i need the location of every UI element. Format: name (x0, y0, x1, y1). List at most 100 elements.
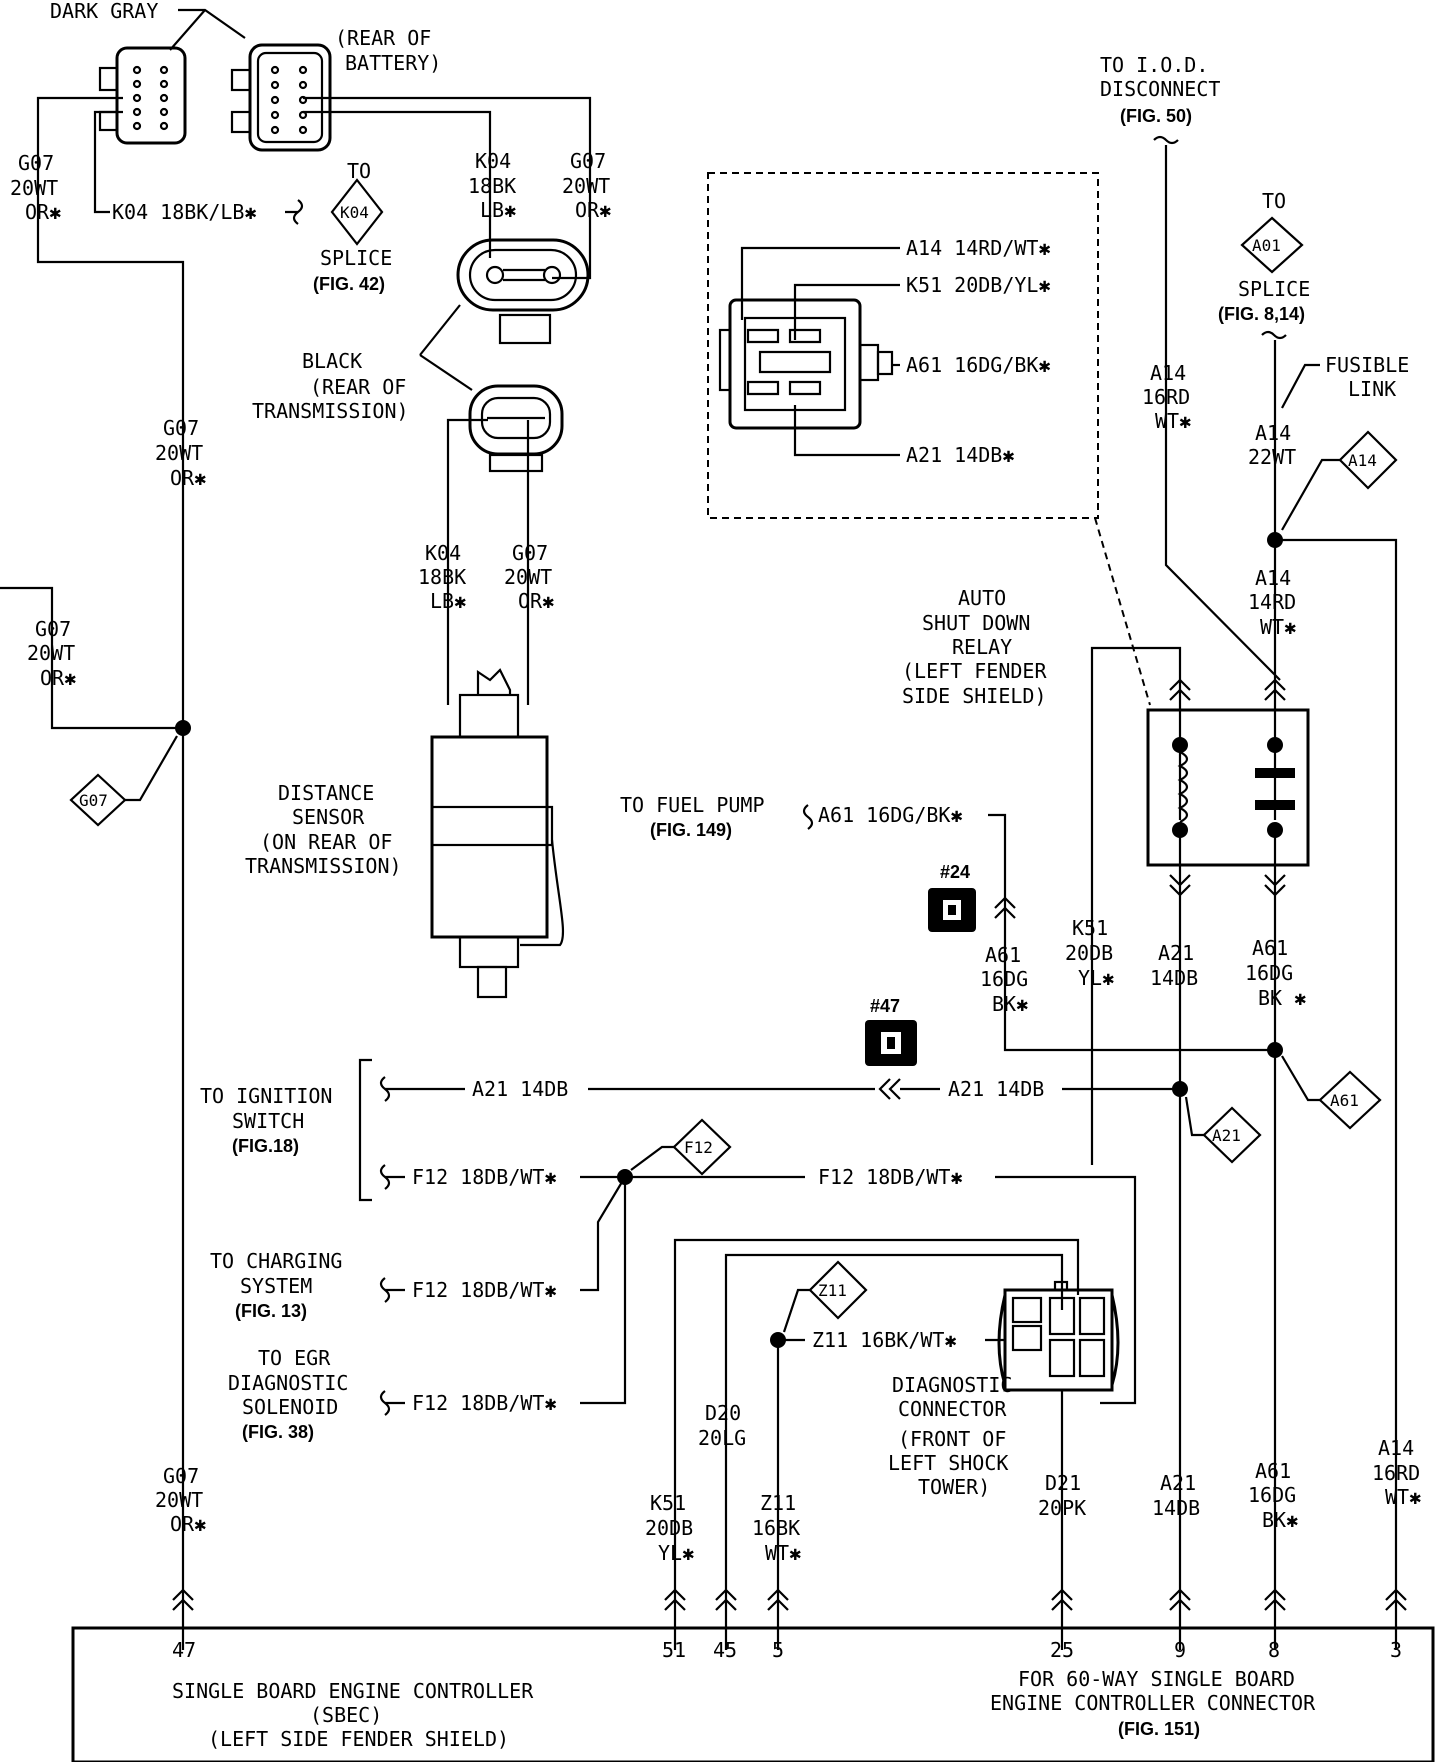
label-asd-relay-4: (LEFT FENDER (902, 659, 1047, 683)
svg-text:A21: A21 (1212, 1126, 1241, 1145)
label-a21-wire-left: A21 14DB (472, 1077, 568, 1101)
label-g07-left-side-3: OR✱ (40, 666, 76, 690)
label-black: BLACK (302, 349, 362, 373)
pin-47: 47 (172, 1638, 196, 1662)
label-a21-wire-right: A21 14DB (948, 1077, 1044, 1101)
label-a21-mid-1: A21 (1158, 941, 1194, 965)
connector-rear-of-battery: (REAR OF BATTERY) (230, 26, 441, 152)
label-distance-sensor-4: TRANSMISSION) (245, 854, 402, 878)
label-k51-mid-2: 20DB (1065, 941, 1113, 965)
label-rear-of-battery-2: BATTERY) (345, 51, 441, 75)
label-d20-1: D20 (705, 1401, 741, 1425)
label-to-egr-3: SOLENOID (242, 1395, 338, 1419)
label-f12-wire-1: F12 18DB/WT✱ (412, 1165, 557, 1189)
label-a61-wire-top: A61 16DG/BK✱ (818, 803, 963, 827)
label-g07-left-side-1: G07 (35, 617, 71, 641)
label-k04-upper-2: 18BK (468, 174, 516, 198)
tag-a14: A14 (1338, 430, 1398, 490)
svg-text:G07: G07 (79, 791, 108, 810)
label-rear-of-battery-1: (REAR OF (335, 26, 431, 50)
label-relay-conn-a21: A21 14DB✱ (906, 443, 1014, 467)
label-fig8-14: (FIG. 8,14) (1218, 304, 1305, 324)
label-a14-14rd-2: 14RD (1248, 590, 1296, 614)
label-a61-left-2: 16DG (980, 967, 1028, 991)
label-to-a01: TO (1262, 189, 1286, 213)
label-z11-wire: Z11 16BK/WT✱ (812, 1328, 957, 1352)
svg-text:A14: A14 (1348, 451, 1377, 470)
label-to-ignition-2: SWITCH (232, 1109, 304, 1133)
pin-51: 51 (662, 1638, 686, 1662)
label-g07-upper-1: G07 (570, 149, 606, 173)
label-to-charging-2: SYSTEM (240, 1274, 312, 1298)
label-a21-bottom-1: A21 (1160, 1471, 1196, 1495)
label-fig50: (FIG. 50) (1120, 106, 1192, 126)
connector-transmission-lower (468, 384, 564, 473)
label-fig13: (FIG. 13) (235, 1301, 307, 1321)
label-k51-bottom-1: K51 (650, 1491, 686, 1515)
label-g07-bottom-2: 20WT (155, 1488, 203, 1512)
label-relay-conn-a14: A14 14RD/WT✱ (906, 236, 1051, 260)
svg-text:Z11: Z11 (818, 1281, 847, 1300)
cavity-24-icon (928, 888, 976, 932)
label-a14-14rd-1: A14 (1255, 566, 1291, 590)
label-k04-upper-3: LB✱ (480, 198, 516, 222)
splice-a61 (1267, 1042, 1283, 1058)
label-fusible-link-2: LINK (1348, 377, 1396, 401)
label-f12-wire-2: F12 18DB/WT✱ (818, 1165, 963, 1189)
relay-connector-view (707, 172, 1099, 519)
label-a61-right-3: BK ✱ (1258, 986, 1306, 1010)
label-distance-sensor-3: (ON REAR OF (260, 830, 392, 854)
controller-fig151: (FIG. 151) (1118, 1719, 1200, 1739)
label-a14-bottom-3: WT✱ (1385, 1485, 1421, 1509)
label-z11-bottom-1: Z11 (760, 1491, 796, 1515)
controller-title-1: SINGLE BOARD ENGINE CONTROLLER (172, 1679, 534, 1703)
pin-45: 45 (713, 1638, 737, 1662)
label-relay-conn-a61: A61 16DG/BK✱ (906, 353, 1051, 377)
label-g07-left-top-2: 20WT (10, 176, 58, 200)
label-to-splice-k04: TO (347, 159, 371, 183)
label-diag-conn-5: TOWER) (918, 1475, 990, 1499)
label-to-charging-1: TO CHARGING (210, 1249, 342, 1273)
cavity-47-icon (865, 1020, 917, 1066)
connector-dark-gray: DARK GRAY (50, 0, 246, 145)
pin-5: 5 (772, 1638, 784, 1662)
pin-3: 3 (1390, 1638, 1402, 1662)
label-g07-bottom-1: G07 (163, 1464, 199, 1488)
label-k51-mid-1: K51 (1072, 916, 1108, 940)
label-g07-bottom-3: OR✱ (170, 1512, 206, 1536)
controller-title-3: (LEFT SIDE FENDER SHIELD) (208, 1727, 509, 1751)
label-k04-wire: K04 18BK/LB✱ (112, 200, 257, 224)
label-a21-bottom-2: 14DB (1152, 1496, 1200, 1520)
controller-chevrons (172, 1588, 1407, 1611)
label-cav47: #47 (870, 996, 900, 1016)
label-d20-2: 20LG (698, 1426, 746, 1450)
label-g07-left-top-3: OR✱ (25, 200, 61, 224)
label-g07-lower-3: OR✱ (518, 589, 554, 613)
label-distance-sensor-2: SENSOR (292, 805, 365, 829)
label-g07-mid-3: OR✱ (170, 466, 206, 490)
label-a14-22wt-2: 22WT (1248, 445, 1296, 469)
tag-a21: A21 (1202, 1106, 1262, 1164)
label-a14-bottom-2: 16RD (1372, 1461, 1420, 1485)
svg-text:F12: F12 (684, 1138, 713, 1157)
controller-note-2: ENGINE CONTROLLER CONNECTOR (990, 1691, 1316, 1715)
label-a61-right-1: A61 (1252, 936, 1288, 960)
label-diag-conn-1: DIAGNOSTIC (892, 1373, 1012, 1397)
label-asd-relay-5: SIDE SHIELD) (902, 684, 1047, 708)
label-a14-16rd-1: A14 (1150, 361, 1186, 385)
label-diag-conn-3: (FRONT OF (898, 1427, 1006, 1451)
label-asd-relay-3: RELAY (952, 635, 1012, 659)
pin-9: 9 (1174, 1638, 1186, 1662)
splice-g07 (175, 720, 191, 736)
label-k51-bottom-2: 20DB (645, 1516, 693, 1540)
label-a61-bottom-1: A61 (1255, 1459, 1291, 1483)
label-a21-mid-2: 14DB (1150, 966, 1198, 990)
label-f12-wire-3: F12 18DB/WT✱ (412, 1278, 557, 1302)
label-a61-left-1: A61 (985, 943, 1021, 967)
label-g07-lower-2: 20WT (504, 565, 552, 589)
pin-25: 25 (1050, 1638, 1074, 1662)
label-to-iod-2: DISCONNECT (1100, 77, 1220, 101)
tag-a61: A61 (1318, 1070, 1382, 1130)
label-a14-14rd-3: WT✱ (1260, 615, 1296, 639)
label-k04-lower-3: LB✱ (430, 589, 466, 613)
